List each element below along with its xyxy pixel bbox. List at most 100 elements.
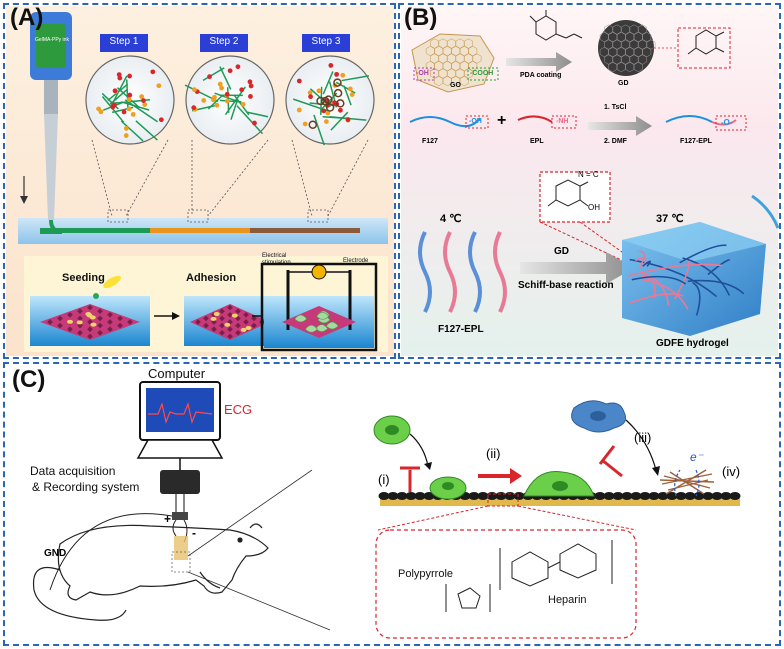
cooh-box (467, 67, 499, 81)
cell-drop (93, 293, 99, 299)
f127epl-chain-b (711, 119, 737, 126)
fibrin-mesh (659, 469, 715, 495)
hydrogel-flow-arrow (751, 194, 780, 229)
gd-label: GD (618, 80, 629, 87)
panel-b-label: (B) (404, 4, 438, 31)
gd-arrow-label: GD (554, 246, 569, 257)
keyboard (136, 439, 224, 459)
computer-label: Computer (148, 366, 206, 381)
imine-label: N = C (578, 170, 599, 179)
monitor-screen (146, 388, 214, 432)
epl-label: EPL (530, 138, 544, 145)
go-label: GO (450, 82, 461, 89)
chemistry-box (375, 529, 637, 639)
oh-box (413, 67, 435, 81)
f127-label: F127 (422, 138, 438, 145)
o-box (715, 115, 747, 131)
temp-4c-label: 4 ℃ (440, 213, 462, 225)
step-3-badge (302, 34, 350, 52)
strand-brown (250, 228, 360, 233)
quinone-structure (687, 29, 725, 55)
panel-a-frame (3, 3, 396, 359)
o-label: -O- (721, 118, 733, 127)
network-pattern-3 (293, 63, 370, 146)
daq-label-line1: Data acquisition (30, 464, 116, 478)
strand-green (40, 228, 150, 233)
go-hex-lattice (425, 38, 482, 87)
zoom-line-down (187, 571, 331, 631)
step-3-label: Step 3 (311, 36, 341, 47)
daq-label-line2: & Recording system (32, 480, 140, 494)
electrical-stimulation-label: Electrical stimulation (262, 253, 291, 266)
step-2-badge (200, 34, 248, 52)
polypyrrole-label: Polypyrrole (398, 568, 454, 580)
ecg-wave-icon (148, 401, 213, 425)
adhesion-grid (195, 304, 265, 340)
zoom-box-1 (107, 209, 129, 223)
gd-zoom-box (677, 27, 731, 69)
imine-box (539, 171, 611, 223)
ink-window (36, 24, 66, 68)
panel-a-label: (A) (10, 4, 44, 31)
extruded-ink (40, 219, 63, 234)
step-1-label: Step 1 (109, 36, 139, 47)
seeding-grid (47, 304, 133, 340)
temp-37c-label: 37 ℃ (656, 213, 684, 225)
roman-iv-label: (iv) (722, 464, 741, 479)
roman-iii-label: (iii) (634, 430, 652, 445)
gd-schiff-arrow (520, 252, 634, 284)
gnd-wire (49, 513, 173, 591)
step-1-badge (100, 34, 148, 52)
network-pattern-2 (184, 64, 269, 135)
epl-nh-box (551, 115, 577, 129)
dmf-label: 2. DMF (604, 138, 627, 145)
imine-oh-label: OH (588, 203, 600, 212)
pyrrole-structure (445, 584, 491, 612)
arrow-1-head (172, 312, 180, 320)
gdfe-hydrogel-label: GDFE hydrogel (656, 338, 729, 349)
strand-orange (150, 228, 250, 233)
go-cooh-label: -COOH (470, 70, 494, 77)
minus-electrode-label: - (192, 526, 196, 540)
f127epl-chain-a (665, 115, 713, 123)
zoom-box-2 (187, 209, 209, 223)
tscl-arrow (588, 116, 652, 136)
heparin-label: Heparin (548, 594, 587, 606)
panel-b-frame (398, 3, 781, 359)
panel-c-frame (3, 362, 781, 646)
patch-zoom-box (171, 551, 191, 573)
gd-hex-lattice (599, 24, 656, 73)
roman-i-label: (i) (378, 472, 390, 487)
nozzle-tip (44, 114, 58, 220)
f127-oh-box (465, 115, 489, 129)
zoom-line-up (187, 469, 313, 557)
schiff-base-label: Schiff-base reaction (518, 280, 614, 291)
patch-electrode (174, 536, 188, 560)
epl-chain (517, 115, 553, 123)
network-pattern-1 (96, 69, 164, 142)
substrate-layer (380, 498, 740, 506)
f127-chain (409, 116, 481, 128)
electron-label: e⁻ (690, 450, 704, 464)
hydrogel-top (622, 222, 766, 262)
ink-label: GelMA-PPy ink (35, 37, 69, 43)
ecg-label: ECG (224, 402, 253, 417)
pipette (103, 275, 121, 289)
go-oh-label: -OH (416, 70, 429, 77)
ac-source-icon (311, 264, 327, 280)
down-arrow-head (20, 196, 28, 204)
roman-ii-label: (ii) (486, 446, 501, 461)
gnd-label: GND (44, 548, 67, 559)
hydrogel-fibers (627, 244, 745, 316)
plus-electrode-label: + (164, 512, 172, 526)
imine-structure (547, 179, 589, 207)
nozzle-body (44, 80, 58, 114)
f127epl-bottom-label: F127-EPL (438, 324, 484, 335)
step-2-label: Step 2 (209, 36, 239, 47)
stim-scaffold (282, 306, 356, 338)
electrode-label: Electrode (343, 258, 369, 264)
